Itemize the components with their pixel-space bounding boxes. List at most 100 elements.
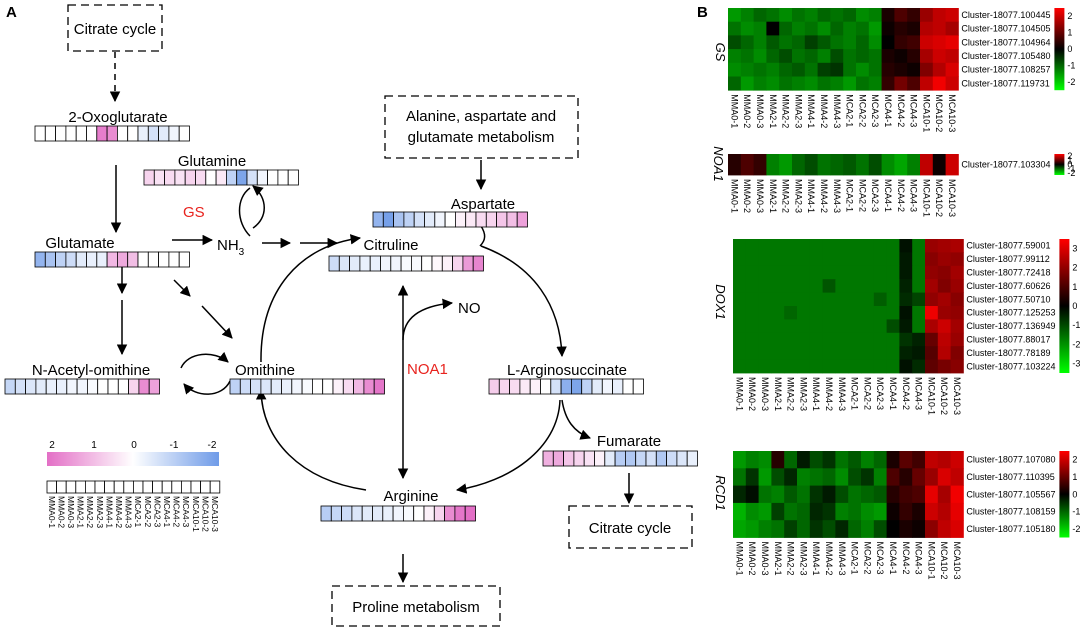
heatmap-sample-label: MMA0-1 [734, 542, 744, 576]
heatmap-cell [830, 49, 844, 64]
heatmap-cell [861, 239, 875, 253]
heatmap-cell [873, 332, 887, 347]
heatmap-sample-label: MMA0-3 [755, 94, 765, 128]
heatmap-cell [907, 8, 921, 23]
heatmap-cell [945, 76, 959, 91]
heatmap-row-label: Cluster-18077.108257 [961, 65, 1050, 75]
heatmap-cell [809, 332, 823, 347]
heatmap-scale-tick: 0 [1067, 44, 1072, 54]
heatmap-gene-label: NOA1 [711, 146, 726, 181]
heatmap-cell [894, 49, 908, 64]
strip-cell [488, 378, 500, 395]
heatmap-cell [779, 154, 793, 176]
legend-cell [161, 480, 173, 494]
heatmap-cell [873, 468, 887, 486]
heatmap-cell [899, 319, 913, 334]
heatmap-cell [835, 252, 849, 267]
heatmap-cell [804, 154, 818, 176]
heatmap-cell [932, 8, 946, 23]
strip-cell [25, 378, 37, 395]
strip-cell [195, 169, 207, 186]
strip-cell [55, 125, 67, 142]
heatmap-cell [809, 265, 823, 280]
heatmap-cell [784, 468, 798, 486]
heatmap-cell [873, 239, 887, 253]
heatmap-sample-label: MCA4-3 [914, 377, 924, 410]
heatmap-sample-label: MCA10-2 [934, 94, 944, 132]
strip-cell [361, 505, 373, 522]
strip-arginosuccinate [488, 378, 644, 395]
heatmap-cell [784, 332, 798, 347]
heatmap-cell [861, 346, 875, 360]
heatmap-sample-label: MMA0-1 [729, 179, 739, 213]
heatmap-cell [899, 292, 913, 307]
heatmap-cell [809, 520, 823, 538]
strip-cell [205, 169, 217, 186]
heatmap-cell [937, 451, 951, 469]
heatmap-cell [784, 520, 798, 538]
heatmap-row-label: Cluster-18077.105180 [966, 524, 1055, 534]
strip-cell [143, 169, 155, 186]
heatmap-cell [822, 239, 836, 253]
heatmap-cell [950, 468, 964, 486]
heatmap-sample-label: MCA2-2 [857, 94, 867, 127]
box-proline [331, 585, 501, 627]
heatmap-sample-label: MCA2-2 [862, 377, 872, 410]
heatmap-cell [886, 346, 900, 360]
heatmap-cell [771, 279, 785, 293]
heatmap-cell [728, 8, 742, 23]
heatmap-cell [809, 239, 823, 253]
heatmap-cell [861, 319, 875, 334]
heatmap-cell [925, 332, 939, 347]
heatmap-cell [797, 252, 811, 267]
heatmap-cell [925, 279, 939, 293]
heatmap-cell [856, 8, 870, 23]
heatmap-cell [766, 62, 780, 77]
strip-cell [267, 169, 279, 186]
heatmap-cell [758, 306, 772, 320]
heatmap-scale-tick: 3 [1072, 244, 1077, 254]
heatmap-cell [925, 319, 939, 334]
heatmap-cell [937, 520, 951, 538]
heatmap-sample-label: MMA4-2 [824, 542, 834, 576]
heatmap-cell [873, 485, 887, 504]
heatmap-cell [822, 319, 836, 334]
heatmap-cell [797, 468, 811, 486]
heatmap-cell [766, 49, 780, 64]
heatmap-cell [899, 502, 913, 521]
heatmap-cell [817, 21, 831, 36]
strip-cell [351, 505, 363, 522]
arrow-arginosuccinate-to-fumarate [561, 399, 591, 440]
strip-cell [454, 505, 466, 522]
heatmap-cell [912, 346, 926, 360]
heatmap-cell [753, 76, 767, 91]
strip-cell [402, 505, 415, 522]
heatmap-sample-label: MCA10-3 [952, 542, 962, 580]
strip-cell [390, 255, 402, 272]
heatmap-cell [925, 502, 939, 521]
heatmap-cell [822, 520, 836, 538]
legend-sample-label: MCA2-2 [143, 496, 153, 527]
heatmap-scale-tick: -1 [1072, 507, 1080, 517]
legend-cell [75, 480, 86, 494]
heatmap-cell [843, 49, 857, 64]
heatmap-cell [733, 468, 747, 486]
strip-cell [604, 450, 616, 467]
heatmap-cell [945, 35, 959, 50]
heatmap-row-label: Cluster-18077.103224 [966, 361, 1055, 371]
heatmap-cell [745, 468, 759, 486]
heatmap-sample-label: MCA4-3 [909, 179, 919, 212]
strip-cell [509, 378, 521, 395]
strip-oxoglutarate [34, 125, 190, 142]
heatmap-cell [804, 8, 818, 23]
heatmap-cell [779, 35, 793, 50]
heatmap-scale-tick: 0 [1067, 160, 1072, 170]
heatmap-cell [822, 502, 836, 521]
heatmap-cell [899, 485, 913, 504]
heatmap-row-label: Cluster-18077.100445 [961, 10, 1050, 20]
heatmap-cell [797, 520, 811, 538]
heatmap-sample-label: MCA2-3 [870, 179, 880, 212]
heatmap-cell [937, 468, 951, 486]
arrow-arginosuccinate-to-arginine [455, 399, 561, 494]
